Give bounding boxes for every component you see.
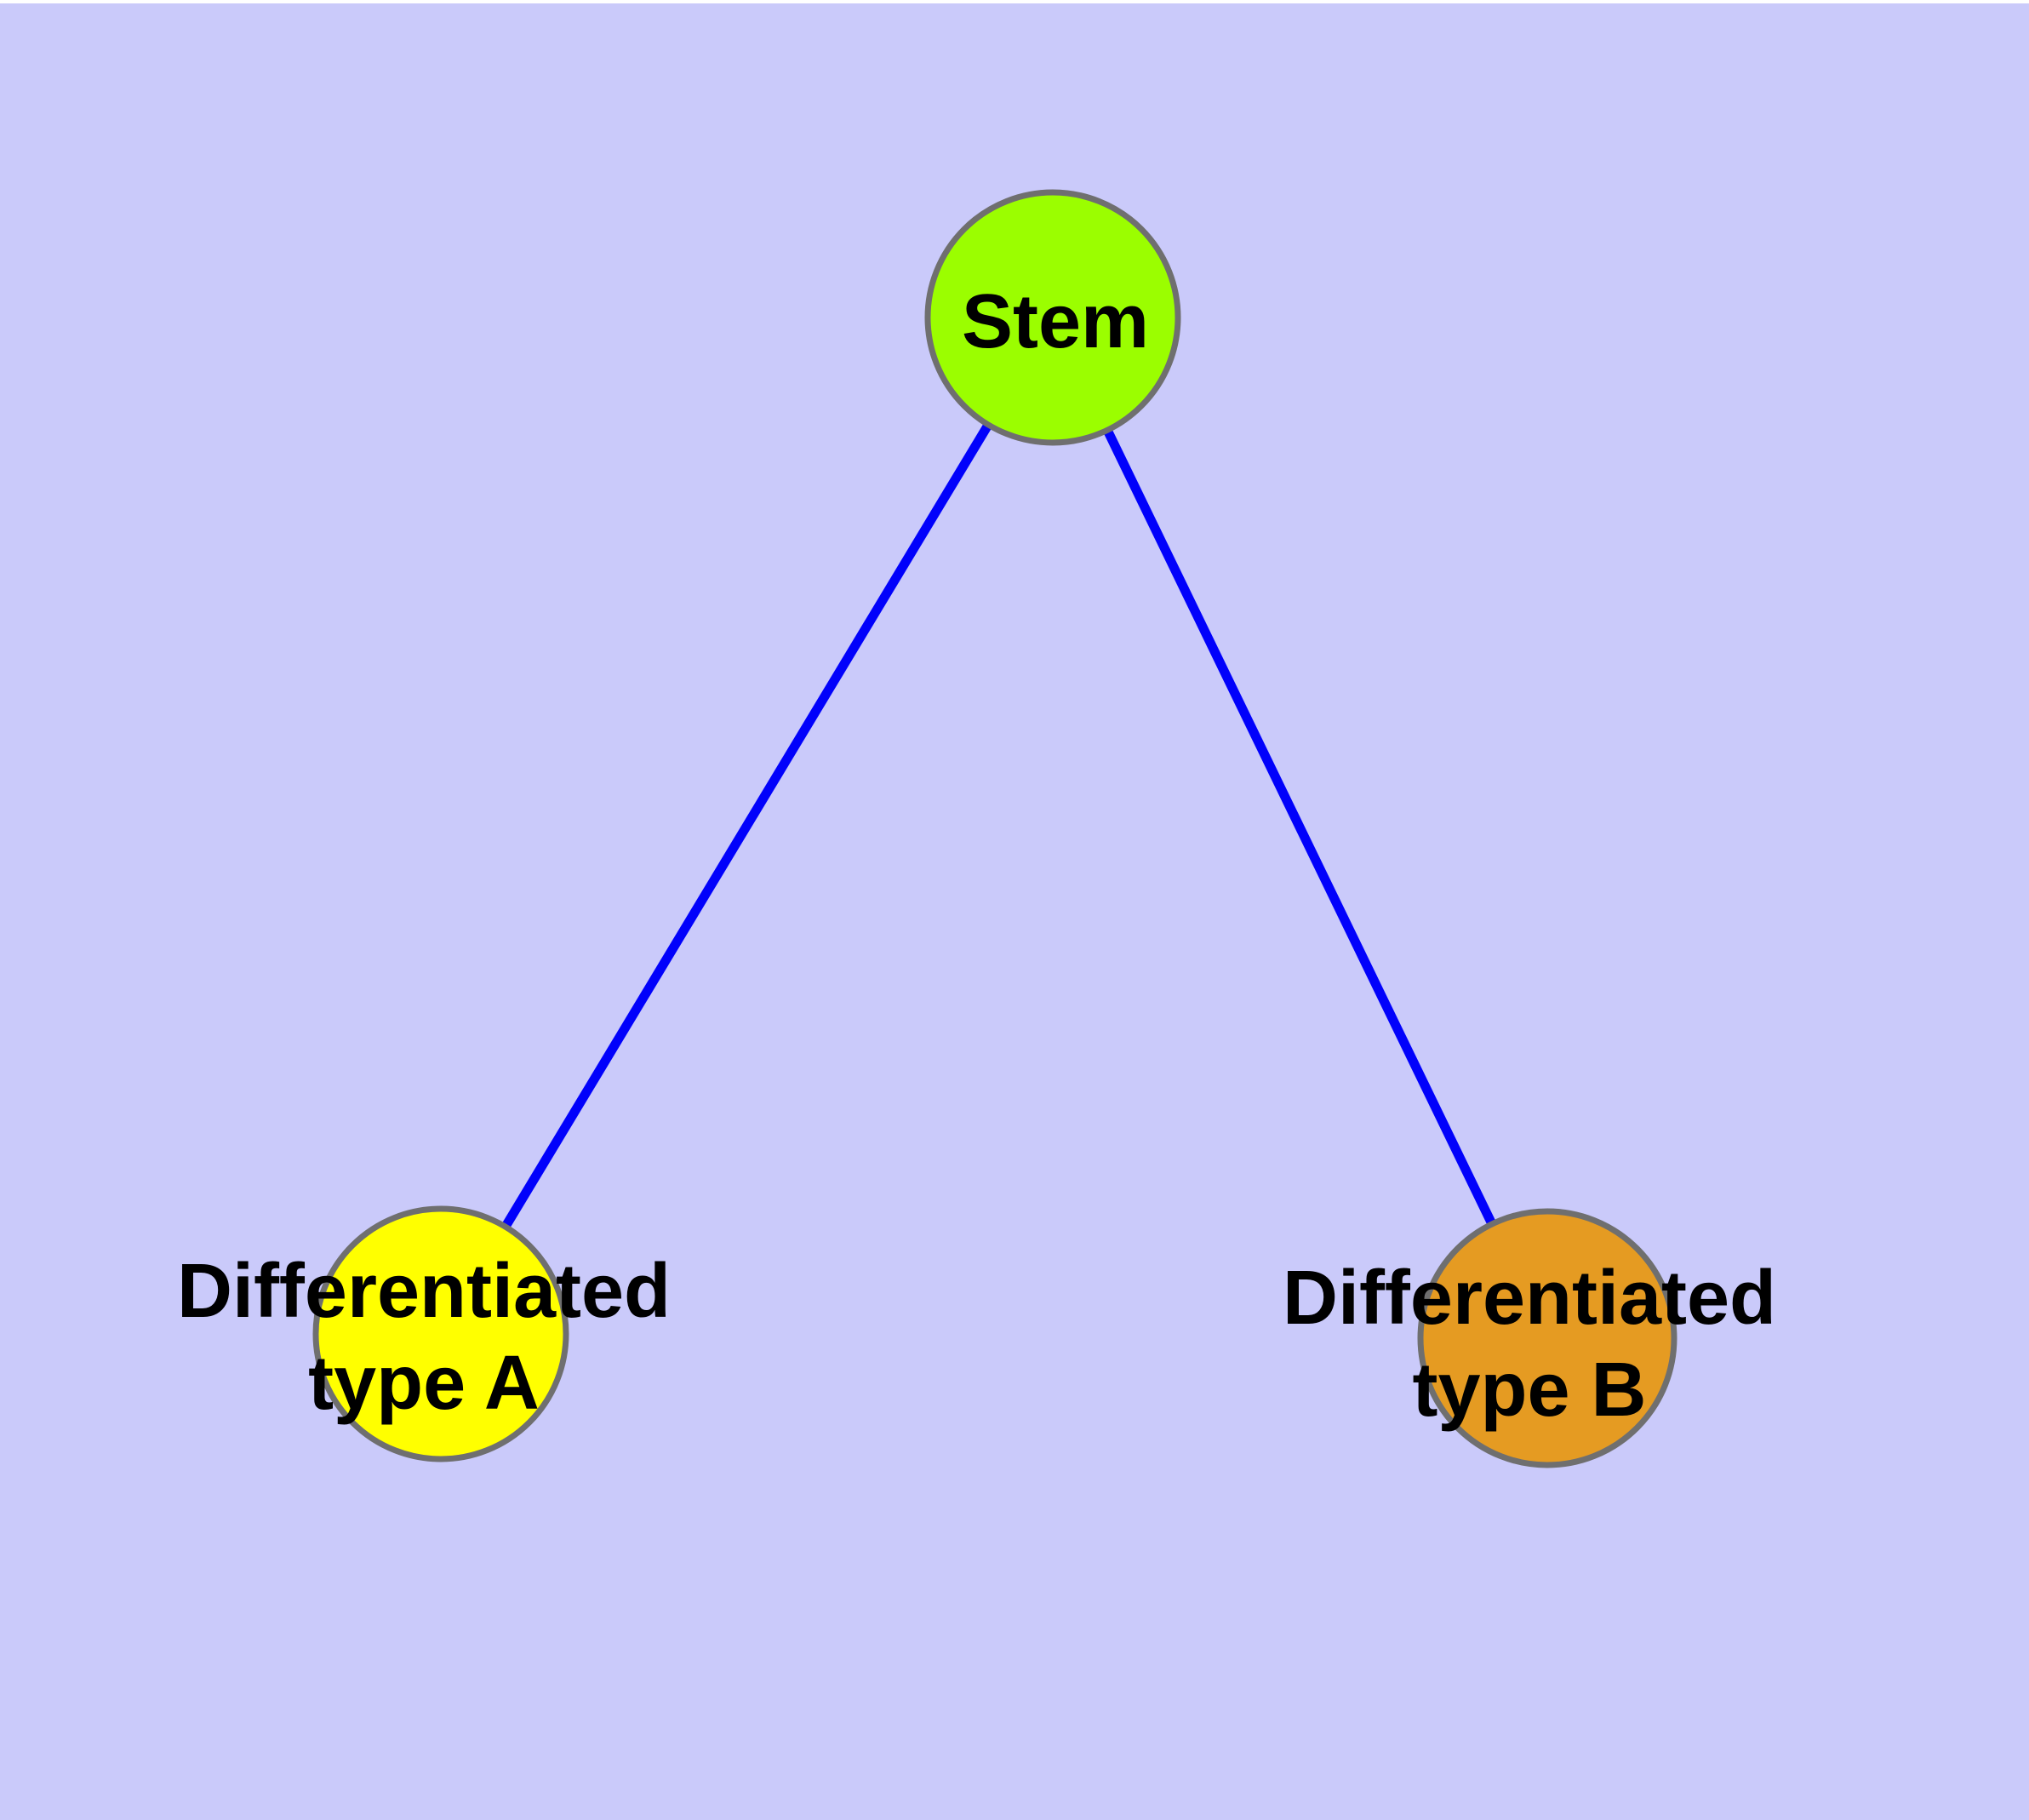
stem-node-label: Stem xyxy=(962,279,1149,364)
type-b-node-circle xyxy=(1417,1208,1677,1468)
edge-stem-to-type-b xyxy=(1049,315,1552,1341)
type-b-node-label-line1: Differentiated xyxy=(1283,1256,1776,1341)
type-a-node-label-line2: type A xyxy=(308,1341,540,1426)
node-differentiated-type-b: Differentiated type B xyxy=(1283,1208,1776,1468)
type-a-node-circle xyxy=(312,1205,569,1462)
edge-stem-to-type-a xyxy=(437,315,1057,1336)
node-stem: Stem xyxy=(924,189,1181,446)
stem-node-circle xyxy=(924,189,1181,446)
top-margin-strip xyxy=(0,0,2029,3)
node-differentiated-type-a: Differentiated type A xyxy=(177,1205,671,1462)
edges xyxy=(437,315,1552,1341)
type-a-node-label-line1: Differentiated xyxy=(177,1249,671,1334)
type-b-node-label-line2: type B xyxy=(1412,1348,1646,1433)
